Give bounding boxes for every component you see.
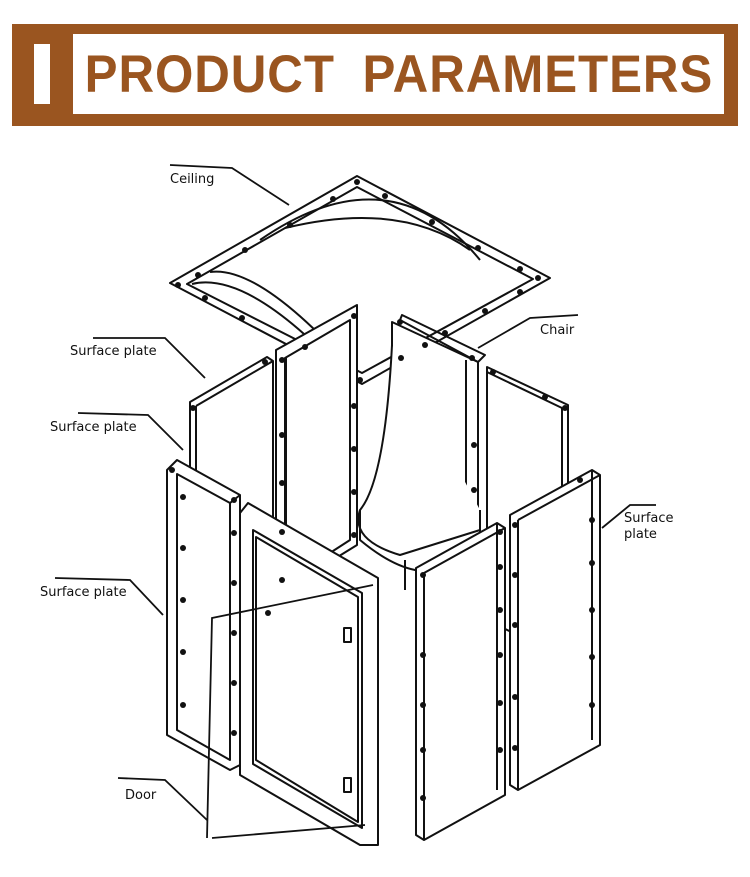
header-panel: PRODUCT PARAMETERS (73, 34, 724, 114)
label-ceiling: Ceiling (170, 172, 214, 187)
label-surface-plate-4-line2: plate (624, 527, 657, 542)
door (239, 502, 379, 846)
label-surface-plate-4-line1: Surface (624, 511, 674, 526)
label-surface-plate-3: Surface plate (40, 585, 127, 600)
leader-lines (54, 164, 656, 839)
label-door: Door (125, 788, 157, 803)
header-banner: PRODUCT PARAMETERS (12, 24, 738, 126)
label-surface-plate-1: Surface plate (70, 344, 157, 359)
bolt-holes (169, 179, 595, 801)
chair (357, 314, 486, 590)
back-left-panel (275, 304, 358, 620)
page-title: PRODUCT PARAMETERS (84, 44, 713, 104)
label-surface-plate-2: Surface plate (50, 420, 137, 435)
label-chair: Chair (540, 323, 575, 338)
surface-plate-front-right (509, 469, 601, 791)
banner-mark (34, 44, 50, 104)
ceiling-panel (169, 175, 551, 385)
surface-plate-front-middle (415, 522, 506, 841)
